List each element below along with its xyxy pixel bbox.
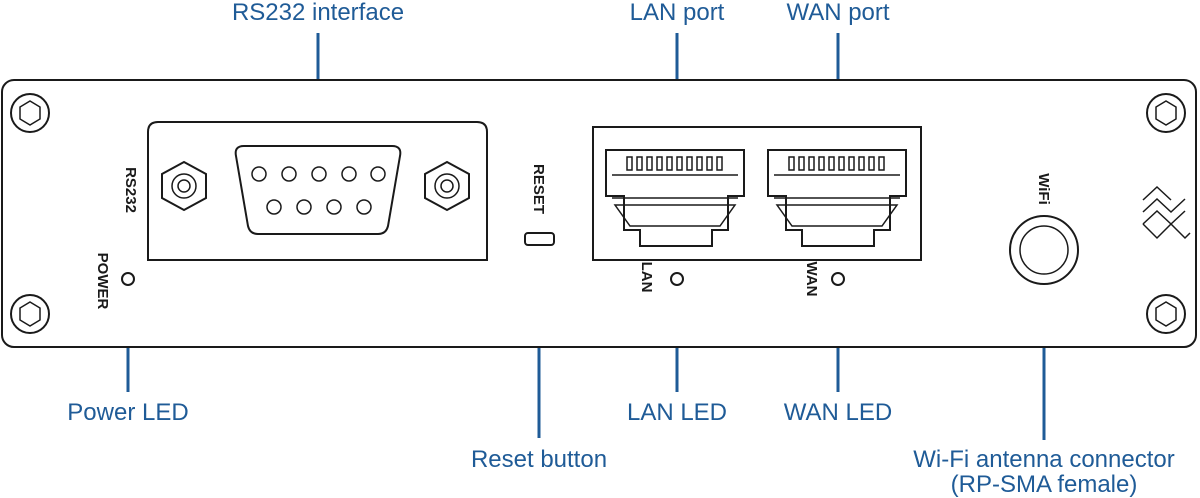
callout-wan-port: WAN port: [786, 0, 889, 26]
reset-button[interactable]: [524, 232, 555, 246]
rs232-mount-nut-right: [424, 160, 470, 212]
panel-label-wifi: WiFi: [1035, 173, 1052, 205]
rs232-mount-nut-left: [161, 160, 207, 212]
screw-top-right: [1146, 93, 1186, 133]
screw-bottom-right: [1146, 294, 1186, 334]
callout-rs232-interface: RS232 interface: [232, 0, 404, 26]
lan-port: [605, 149, 745, 247]
db9-pins: [251, 166, 386, 215]
screw-top-left: [10, 93, 50, 133]
callout-lan-port: LAN port: [630, 0, 725, 26]
power-led: [121, 272, 135, 286]
callout-wan-led: WAN LED: [784, 399, 892, 426]
callout-wifi-connector: Wi-Fi antenna connector: [913, 446, 1174, 473]
wan-led: [831, 272, 845, 286]
wan-port: [767, 149, 907, 247]
screw-bottom-left: [10, 294, 50, 334]
lan-port-contacts: [626, 156, 723, 171]
panel-label-power: POWER: [94, 253, 111, 310]
brand-logo: [1142, 185, 1191, 240]
wan-port-contacts: [788, 156, 885, 171]
lan-led: [670, 272, 684, 286]
panel-label-wan: WAN: [803, 262, 820, 297]
callout-power-led: Power LED: [67, 399, 188, 426]
callout-lan-led: LAN LED: [627, 399, 727, 426]
db9-shell: [234, 145, 402, 235]
callout-reset-button: Reset button: [471, 446, 607, 473]
panel-label-lan: LAN: [638, 262, 655, 293]
rs232-connector: [147, 121, 488, 261]
callout-wifi-connector-type: (RP-SMA female): [951, 471, 1138, 498]
wifi-antenna-connector: [1009, 215, 1079, 285]
panel-label-reset: RESET: [530, 164, 547, 214]
panel-label-rs232: RS232: [122, 167, 139, 213]
